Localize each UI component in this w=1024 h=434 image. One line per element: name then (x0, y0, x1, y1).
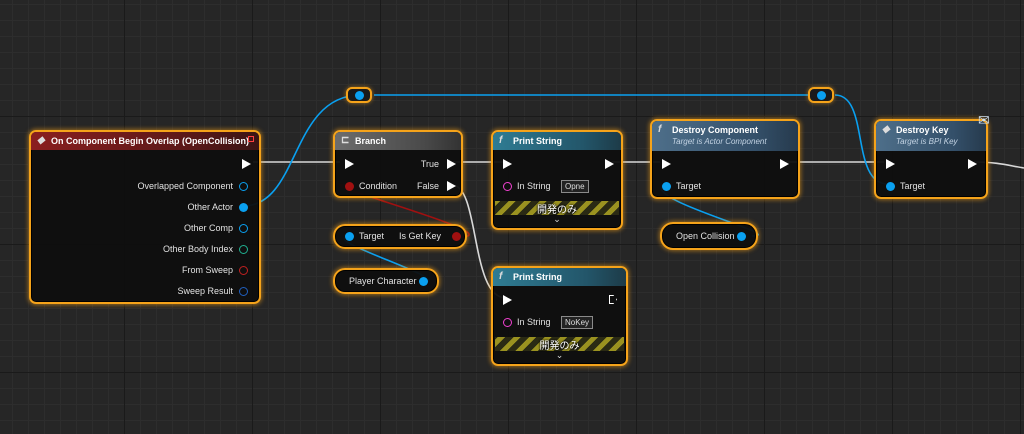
function-icon: f (499, 135, 503, 146)
player-character-pin[interactable] (419, 277, 428, 286)
reroute-pin[interactable] (817, 91, 826, 100)
node-subtitle: Target is Actor Component (672, 137, 767, 146)
sweep-result-pin[interactable] (239, 287, 248, 296)
target-label: Target (359, 231, 385, 241)
node-header: ◆ On Component Begin Overlap (OpenCollis… (31, 132, 259, 150)
target-pin[interactable] (662, 182, 671, 191)
delegate-pin-icon[interactable] (248, 136, 254, 142)
open-collision-node[interactable]: Open Collision (660, 222, 758, 250)
false-exec-pin[interactable] (447, 181, 456, 191)
target-pin[interactable] (345, 232, 354, 241)
development-only-label: 開発のみ (539, 341, 580, 352)
object-wire-actor-reroute1 (242, 94, 361, 207)
other-body-index-pin[interactable] (239, 245, 248, 254)
pin-label-from-sweep: From Sweep (181, 265, 233, 275)
event-node-on-component-begin-overlap[interactable]: ◆ On Component Begin Overlap (OpenCollis… (29, 130, 261, 304)
exec-in-pin[interactable] (345, 159, 354, 169)
pin-label-sweep-result: Sweep Result (177, 286, 233, 296)
true-exec-pin[interactable] (447, 159, 456, 169)
event-icon: ◆ (37, 135, 45, 146)
reroute-pin[interactable] (355, 91, 364, 100)
node-title: Destroy Component (672, 125, 759, 135)
exec-out-pin[interactable] (605, 159, 614, 169)
exec-out-pin[interactable] (242, 159, 251, 169)
message-envelope-icon: ✉ (978, 112, 990, 128)
pin-label-other-comp: Other Comp (183, 223, 233, 233)
node-subtitle: Target is BPI Key (896, 137, 958, 146)
chevron-down-icon[interactable]: ⌄ (553, 214, 561, 224)
other-actor-pin[interactable] (239, 203, 248, 212)
function-icon: f (658, 124, 662, 135)
event-icon: ◆ (882, 124, 890, 135)
exec-out-pin[interactable] (609, 295, 617, 304)
in-string-label: In String (517, 181, 551, 191)
true-label: True (420, 159, 439, 169)
exec-out-pin[interactable] (968, 159, 977, 169)
in-string-pin[interactable] (503, 318, 512, 327)
pin-label-other-actor: Other Actor (187, 202, 233, 212)
player-character-node[interactable]: Player Character (333, 268, 439, 294)
is-get-key-label: Is Get Key (398, 231, 441, 241)
node-header: f Print String (493, 268, 626, 286)
development-only-banner: 開発のみ (495, 337, 624, 352)
node-header: f Destroy Component Target is Actor Comp… (652, 121, 798, 151)
player-character-label: Player Character (349, 276, 417, 286)
node-title: Print String (513, 136, 562, 146)
target-label: Target (676, 181, 702, 191)
print-string-node-1[interactable]: f Print String In String Opne 開発のみ ⌄ (491, 130, 623, 230)
node-header: f Print String (493, 132, 621, 150)
node-title: On Component Begin Overlap (OpenCollisio… (51, 136, 250, 146)
other-comp-pin[interactable] (239, 224, 248, 233)
node-header: ◆ Destroy Key Target is BPI Key (876, 121, 986, 151)
condition-label: Condition (359, 181, 398, 191)
in-string-input[interactable]: Opne (561, 180, 589, 193)
exec-in-pin[interactable] (503, 295, 512, 305)
exec-in-pin[interactable] (503, 159, 512, 169)
exec-out-pin[interactable] (780, 159, 789, 169)
print-string-node-2[interactable]: f Print String In String NoKey 開発のみ ⌄ (491, 266, 628, 366)
target-pin[interactable] (886, 182, 895, 191)
node-header: ⊏ Branch (335, 132, 461, 150)
reroute-node-2[interactable] (808, 87, 834, 103)
in-string-pin[interactable] (503, 182, 512, 191)
node-title: Destroy Key (896, 125, 949, 135)
pin-label-other-body-index: Other Body Index (162, 244, 233, 254)
branch-node[interactable]: ⊏ Branch True Condition False (333, 130, 463, 198)
reroute-node-1[interactable] (346, 87, 372, 103)
condition-pin[interactable] (345, 182, 354, 191)
target-label: Target (900, 181, 926, 191)
in-string-label: In String (517, 317, 551, 327)
node-title: Branch (355, 136, 387, 146)
is-get-key-pin[interactable] (452, 232, 461, 241)
development-only-banner: 開発のみ (495, 201, 619, 216)
destroy-component-node[interactable]: f Destroy Component Target is Actor Comp… (650, 119, 800, 199)
false-label: False (416, 181, 439, 191)
pin-label-overlapped-component: Overlapped Component (137, 181, 233, 191)
overlapped-component-pin[interactable] (239, 182, 248, 191)
from-sweep-pin[interactable] (239, 266, 248, 275)
development-only-label: 開発のみ (537, 205, 577, 216)
exec-in-pin[interactable] (886, 159, 895, 169)
in-string-input[interactable]: NoKey (561, 316, 594, 329)
destroy-key-node[interactable]: ◆ Destroy Key Target is BPI Key ✉ Target (874, 112, 990, 199)
node-title: Print String (513, 272, 562, 282)
open-collision-pin[interactable] (737, 232, 746, 241)
chevron-down-icon[interactable]: ⌄ (555, 350, 564, 360)
open-collision-label: Open Collision (676, 231, 735, 241)
exec-in-pin[interactable] (662, 159, 671, 169)
is-get-key-node[interactable]: Target Is Get Key (333, 224, 467, 249)
function-icon: f (499, 271, 503, 282)
branch-icon: ⊏ (341, 135, 350, 146)
